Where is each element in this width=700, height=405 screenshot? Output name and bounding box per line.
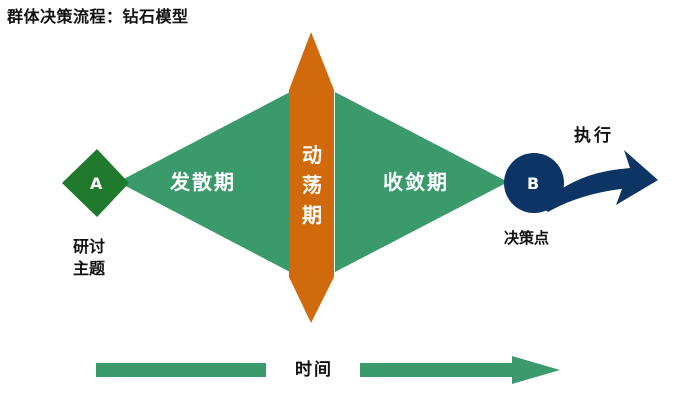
- diverge-label: 发散期: [170, 170, 236, 194]
- time-arrow-right: [360, 356, 560, 384]
- node-a-caption: 研讨 主题: [73, 237, 106, 278]
- start-node-a: [62, 149, 129, 217]
- time-label: 时间: [295, 360, 333, 380]
- time-bar-left: [96, 363, 266, 377]
- converge-label: 收敛期: [383, 170, 449, 194]
- diverge-phase-shape: [118, 92, 290, 272]
- node-a-letter: A: [90, 174, 103, 193]
- execute-label: 执行: [574, 126, 614, 146]
- end-node-b: [504, 153, 564, 213]
- turbulence-phase-shape: [289, 32, 334, 323]
- node-b-caption: 决策点: [504, 229, 550, 247]
- turbulence-label: 动荡期: [302, 143, 322, 227]
- page-title: 群体决策流程：钻石模型: [7, 7, 189, 26]
- execute-arrow: [540, 150, 658, 212]
- converge-phase-shape: [335, 92, 508, 272]
- node-b-letter: B: [527, 174, 540, 193]
